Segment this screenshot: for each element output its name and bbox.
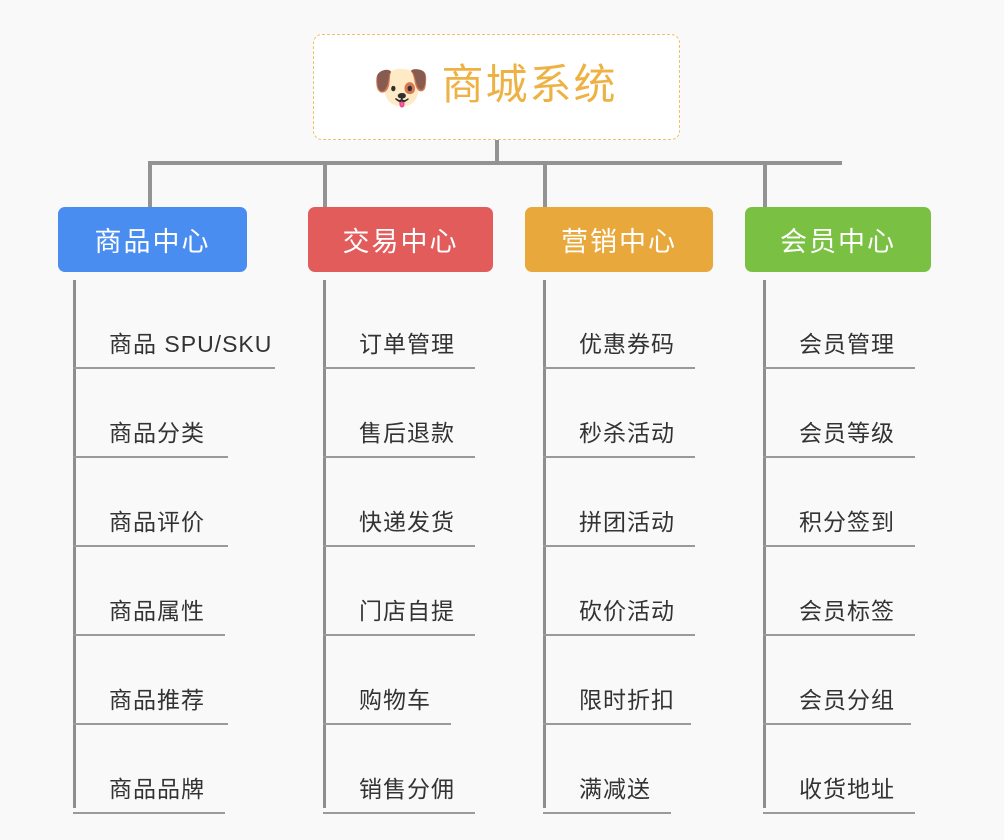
- leaf-item-underline: [763, 634, 915, 636]
- leaf-item[interactable]: 拼团活动: [543, 458, 695, 547]
- leaf-item[interactable]: 优惠券码: [543, 280, 695, 369]
- leaf-item-underline: [323, 367, 475, 369]
- leaf-item-label: 门店自提: [359, 598, 455, 624]
- leaf-item-underline: [763, 812, 915, 814]
- leaf-item-underline: [73, 723, 228, 725]
- leaf-item-underline: [543, 545, 695, 547]
- connector-drop-marketing-center: [543, 161, 547, 207]
- dog-face-icon: 🐶: [372, 61, 431, 113]
- leaf-item[interactable]: 商品属性: [73, 547, 225, 636]
- leaf-item[interactable]: 收货地址: [763, 725, 915, 814]
- leaf-item[interactable]: 门店自提: [323, 547, 475, 636]
- leaf-item[interactable]: 商品 SPU/SKU: [73, 280, 275, 369]
- leaf-item-label: 会员分组: [799, 687, 895, 713]
- leaf-item-label: 商品分类: [109, 420, 205, 446]
- leaf-item[interactable]: 商品品牌: [73, 725, 225, 814]
- leaf-item[interactable]: 商品评价: [73, 458, 228, 547]
- leaf-item[interactable]: 购物车: [323, 636, 451, 725]
- leaf-item-underline: [73, 545, 228, 547]
- branch-spine: [323, 280, 326, 808]
- connector-drop-trade-center: [323, 161, 327, 207]
- leaf-item-underline: [543, 456, 695, 458]
- leaf-item-label: 商品属性: [109, 598, 205, 624]
- category-label: 会员中心: [780, 227, 896, 257]
- leaf-item[interactable]: 订单管理: [323, 280, 475, 369]
- leaf-item[interactable]: 售后退款: [323, 369, 475, 458]
- leaf-item[interactable]: 销售分佣: [323, 725, 475, 814]
- leaf-item[interactable]: 会员标签: [763, 547, 915, 636]
- branch-spine: [543, 280, 546, 808]
- leaf-item-label: 限时折扣: [579, 687, 675, 713]
- leaf-item[interactable]: 会员管理: [763, 280, 915, 369]
- connector-bus: [148, 161, 842, 165]
- leaf-item-underline: [323, 634, 475, 636]
- branch-spine: [763, 280, 766, 808]
- leaf-item-label: 收货地址: [799, 776, 895, 802]
- leaf-item[interactable]: 会员分组: [763, 636, 911, 725]
- category-label: 营销中心: [561, 227, 677, 257]
- leaf-item-label: 商品品牌: [109, 776, 205, 802]
- leaf-item[interactable]: 商品分类: [73, 369, 228, 458]
- leaf-item[interactable]: 积分签到: [763, 458, 915, 547]
- category-node-marketing-center[interactable]: 营销中心: [525, 207, 713, 272]
- leaf-item[interactable]: 满减送: [543, 725, 671, 814]
- leaf-item-underline: [73, 634, 225, 636]
- leaf-item-label: 商品推荐: [109, 687, 205, 713]
- leaf-item[interactable]: 会员等级: [763, 369, 915, 458]
- leaf-item-label: 会员管理: [799, 331, 895, 357]
- category-node-trade-center[interactable]: 交易中心: [308, 207, 493, 272]
- leaf-item-label: 满减送: [579, 776, 651, 802]
- leaf-item-underline: [543, 367, 695, 369]
- leaf-item-underline: [73, 367, 275, 369]
- leaf-item[interactable]: 限时折扣: [543, 636, 691, 725]
- leaf-item-label: 砍价活动: [579, 598, 675, 624]
- category-node-product-center[interactable]: 商品中心: [58, 207, 247, 272]
- root-label: 商城系统: [441, 61, 618, 108]
- leaf-item-label: 拼团活动: [579, 509, 675, 535]
- leaf-item-label: 积分签到: [799, 509, 895, 535]
- category-label: 交易中心: [342, 227, 459, 257]
- leaf-item[interactable]: 商品推荐: [73, 636, 228, 725]
- leaf-item-underline: [323, 723, 451, 725]
- category-label: 商品中心: [94, 227, 211, 257]
- connector-root-stem: [495, 140, 499, 164]
- leaf-item-underline: [763, 545, 915, 547]
- leaf-item-label: 商品评价: [109, 509, 205, 535]
- connector-drop-product-center: [148, 161, 152, 207]
- leaf-item-underline: [543, 812, 671, 814]
- leaf-item[interactable]: 砍价活动: [543, 547, 695, 636]
- leaf-item-label: 订单管理: [359, 331, 455, 357]
- leaf-item-label: 优惠券码: [579, 331, 675, 357]
- connector-drop-member-center: [763, 161, 767, 207]
- leaf-item-label: 快递发货: [359, 509, 455, 535]
- leaf-item-underline: [73, 456, 228, 458]
- leaf-item-label: 会员标签: [799, 598, 895, 624]
- leaf-item-label: 销售分佣: [359, 776, 455, 802]
- leaf-item-underline: [323, 456, 475, 458]
- leaf-item-underline: [543, 634, 695, 636]
- leaf-item-underline: [323, 545, 475, 547]
- root-node[interactable]: 🐶 商城系统: [313, 34, 680, 140]
- leaf-item-label: 购物车: [359, 687, 431, 713]
- leaf-item-underline: [73, 812, 225, 814]
- leaf-item-label: 商品 SPU/SKU: [109, 331, 273, 357]
- leaf-item-underline: [543, 723, 691, 725]
- leaf-item-underline: [323, 812, 475, 814]
- leaf-item-label: 秒杀活动: [579, 420, 675, 446]
- leaf-item[interactable]: 秒杀活动: [543, 369, 695, 458]
- leaf-item-underline: [763, 367, 915, 369]
- leaf-item-underline: [763, 456, 915, 458]
- leaf-item-underline: [763, 723, 911, 725]
- category-node-member-center[interactable]: 会员中心: [745, 207, 931, 272]
- branch-spine: [73, 280, 76, 808]
- leaf-item-label: 售后退款: [359, 420, 455, 446]
- leaf-item[interactable]: 快递发货: [323, 458, 475, 547]
- leaf-item-label: 会员等级: [799, 420, 895, 446]
